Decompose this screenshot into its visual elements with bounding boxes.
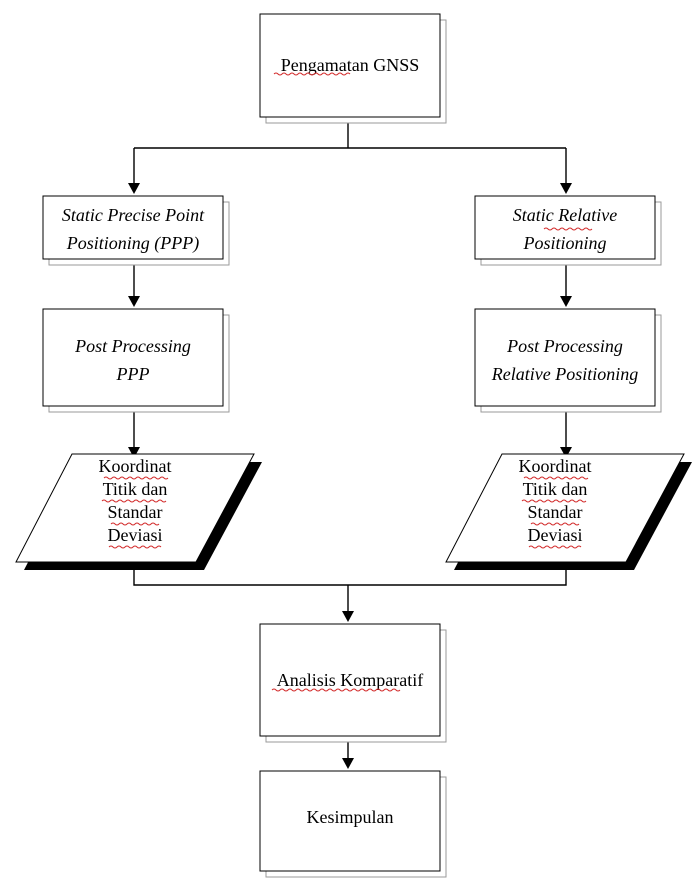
node-text-line: Titik dan — [103, 479, 168, 499]
node-text-line: Deviasi — [108, 525, 163, 545]
node-post-processing-relative-box — [474, 308, 656, 407]
arrow-post-ppp-to-coordinates — [128, 447, 140, 458]
node-text-line: Pengamatan GNSS — [281, 55, 420, 75]
node-text-line: Static Relative — [513, 205, 617, 225]
node-gnss-observation: Pengamatan GNSS — [259, 13, 447, 124]
node-text-line: Positioning — [522, 233, 606, 253]
connectors — [128, 120, 572, 769]
node-text-line: Positioning (PPP) — [66, 233, 199, 254]
spellcheck-underline — [543, 227, 593, 231]
arrow-post-relative-to-coordinates — [560, 447, 572, 458]
node-post-processing-ppp-box — [42, 308, 224, 407]
node-static-relative-box — [474, 195, 656, 260]
node-text-line: Standar — [528, 502, 583, 522]
node-text-line: Analisis Komparatif — [277, 670, 423, 690]
arrow-right-to-static-relative — [560, 183, 572, 194]
node-text-line: Koordinat — [99, 456, 172, 476]
connector-gnss-split — [133, 120, 567, 190]
node-comparative-analysis: Analisis Komparatif — [259, 623, 447, 743]
node-conclusion-box — [259, 770, 441, 872]
node-text-line: Koordinat — [519, 456, 592, 476]
spellcheck-underline — [271, 688, 401, 692]
node-coordinates-right-shape — [445, 453, 685, 563]
node-comparative-analysis-text: Analisis Komparatif — [277, 670, 423, 690]
arrow-merge-to-analysis — [342, 611, 354, 622]
node-text-line: Relative Positioning — [491, 364, 638, 384]
node-text-line: Post Processing — [506, 336, 623, 356]
connector-coordinates-merge — [133, 566, 567, 618]
node-coordinates-left-shape — [15, 453, 255, 563]
node-text-line: Standar — [108, 502, 163, 522]
node-conclusion-text: Kesimpulan — [307, 807, 394, 827]
node-comparative-analysis-box — [259, 623, 441, 737]
node-gnss-observation-box — [259, 13, 441, 118]
node-text-line: Kesimpulan — [307, 807, 394, 827]
arrow-relative-to-post — [560, 296, 572, 307]
spellcheck-underline — [101, 476, 169, 549]
node-text-line: Post Processing — [74, 336, 191, 356]
node-text-line: Static Precise Point — [62, 205, 205, 225]
arrow-analysis-to-conclusion — [342, 758, 354, 769]
node-gnss-observation-text: Pengamatan GNSS — [281, 55, 420, 75]
spellcheck-underline — [273, 72, 351, 76]
node-static-ppp-box — [42, 195, 224, 260]
arrow-left-to-static-ppp — [128, 183, 140, 194]
arrow-ppp-to-post — [128, 296, 140, 307]
node-text-line: PPP — [116, 364, 150, 384]
node-text-line: Deviasi — [528, 525, 583, 545]
node-conclusion: Kesimpulan — [259, 770, 447, 878]
spellcheck-underline — [521, 476, 589, 549]
node-text-line: Titik dan — [523, 479, 588, 499]
